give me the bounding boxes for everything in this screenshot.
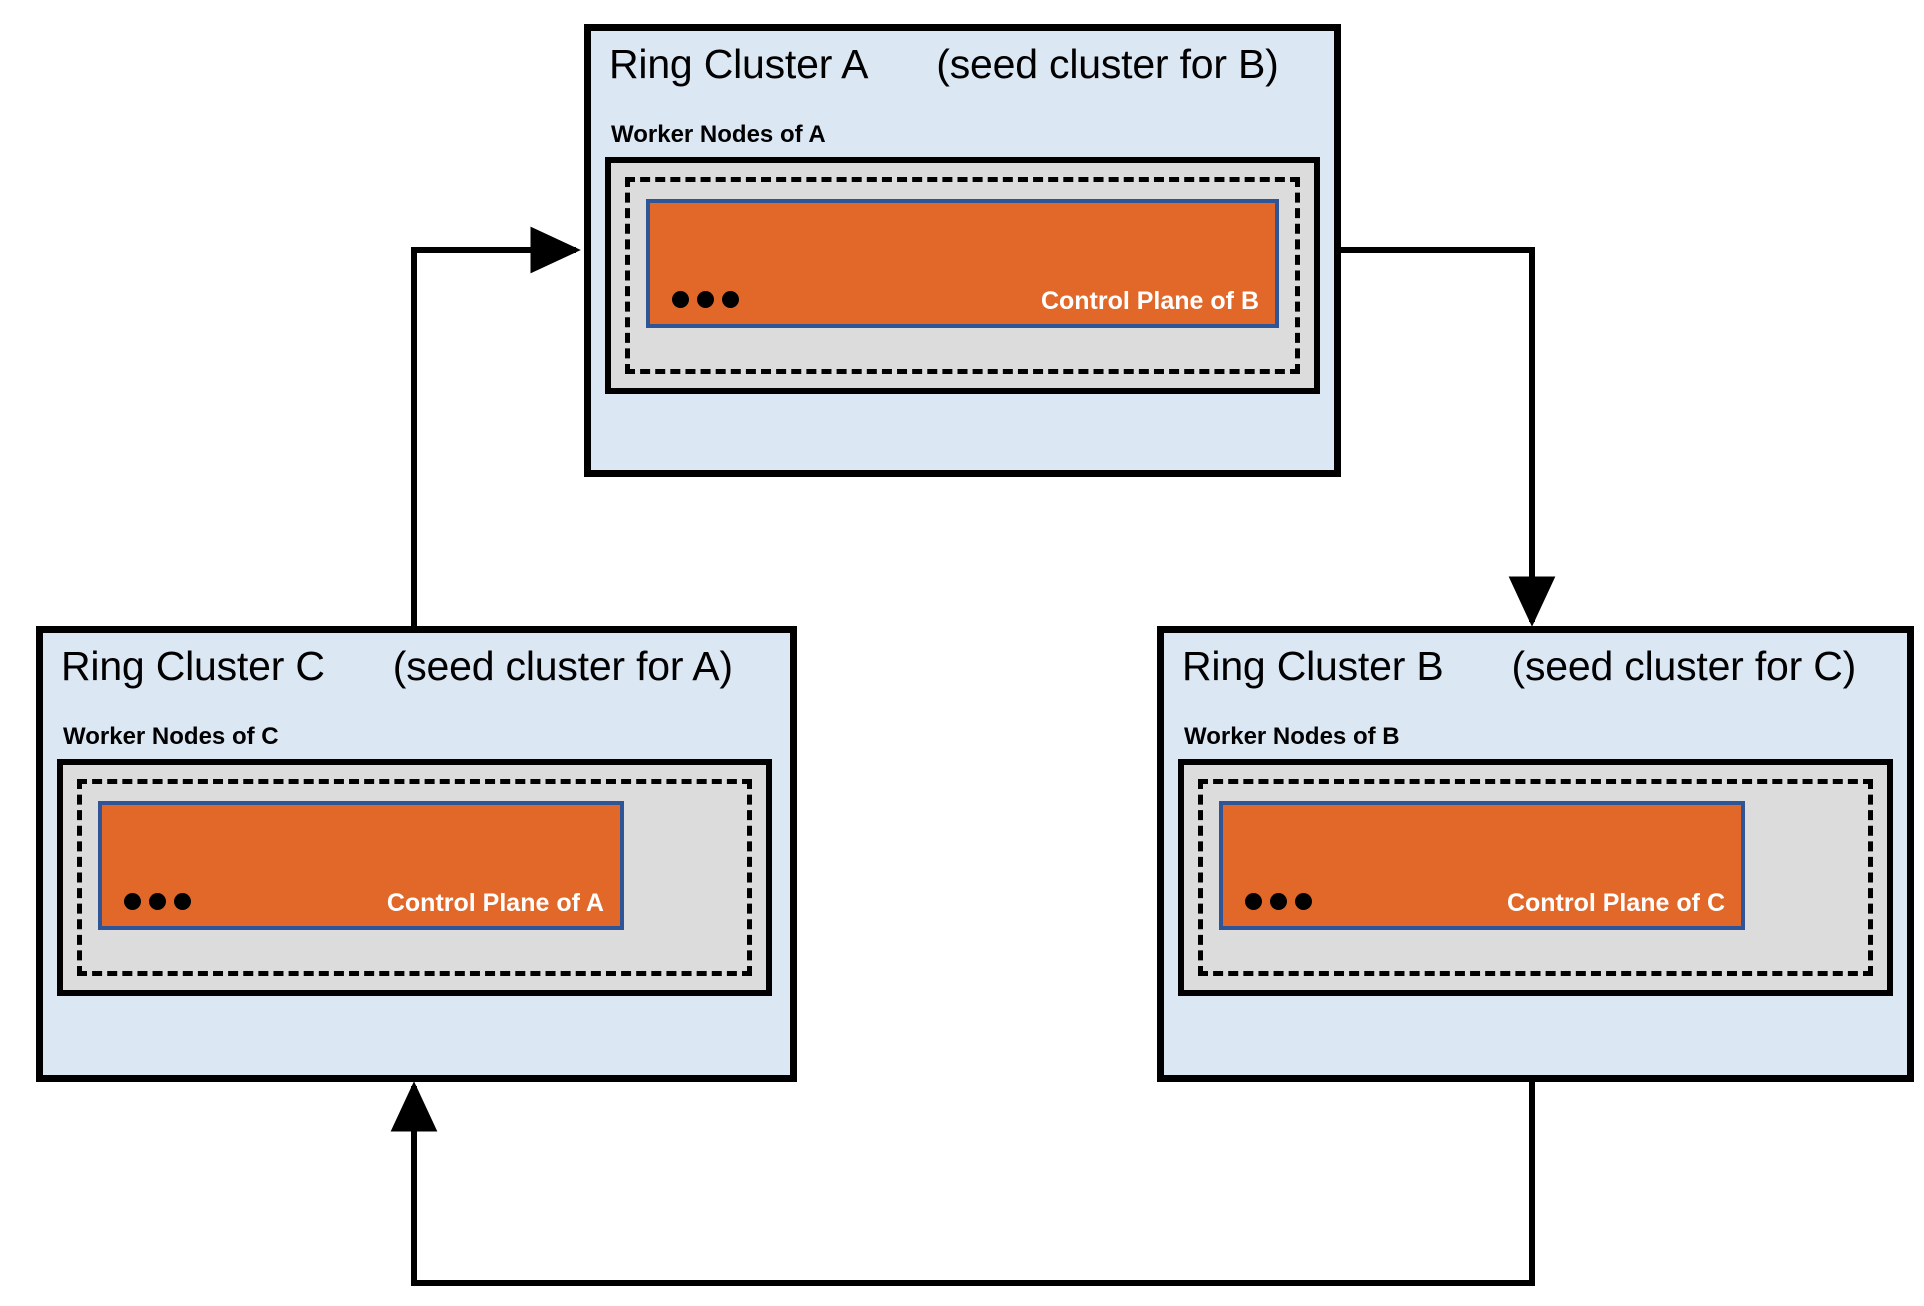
cluster-a-control-plane[interactable]: Control Plane of B (646, 199, 1279, 328)
cluster-c[interactable]: Ring Cluster C (seed cluster for A) Work… (36, 626, 797, 1082)
cluster-a[interactable]: Ring Cluster A (seed cluster for B) Work… (584, 24, 1341, 477)
cluster-a-name: Ring Cluster A (609, 41, 869, 87)
cluster-a-control-plane-label: Control Plane of B (1040, 287, 1259, 315)
cluster-b-title: Ring Cluster B (seed cluster for C) (1182, 643, 1856, 690)
cluster-a-dashed-frame (625, 177, 1300, 374)
cluster-b-control-plane-label: Control Plane of C (1506, 889, 1725, 917)
cluster-b-control-plane[interactable]: Control Plane of C (1219, 801, 1745, 930)
arrow-b-to-c (390, 1081, 1535, 1286)
cluster-c-seed-note: (seed cluster for A) (392, 643, 733, 689)
cluster-c-ellipsis-dots (124, 893, 191, 910)
cluster-c-control-plane[interactable]: Control Plane of A (98, 801, 624, 930)
arrow-a-to-b (1341, 247, 1556, 627)
cluster-b-seed-note: (seed cluster for C) (1511, 643, 1857, 689)
cluster-b-dashed-frame (1198, 779, 1873, 976)
arrow-c-to-a (411, 226, 581, 632)
cluster-c-title: Ring Cluster C (seed cluster for A) (61, 643, 733, 690)
cluster-b-worker-nodes[interactable]: Control Plane of C (1178, 759, 1893, 996)
cluster-c-worker-label: Worker Nodes of C (63, 723, 279, 750)
cluster-c-name: Ring Cluster C (61, 643, 325, 689)
cluster-b[interactable]: Ring Cluster B (seed cluster for C) Work… (1157, 626, 1914, 1082)
cluster-c-dashed-frame (77, 779, 752, 976)
cluster-c-worker-nodes[interactable]: Control Plane of A (57, 759, 772, 996)
cluster-a-ellipsis-dots (672, 291, 739, 308)
cluster-b-name: Ring Cluster B (1182, 643, 1444, 689)
cluster-a-worker-nodes[interactable]: Control Plane of B (605, 157, 1320, 394)
cluster-a-title: Ring Cluster A (seed cluster for B) (609, 41, 1279, 88)
cluster-c-control-plane-label: Control Plane of A (386, 889, 604, 917)
cluster-b-ellipsis-dots (1245, 893, 1312, 910)
cluster-b-worker-label: Worker Nodes of B (1184, 723, 1400, 750)
cluster-a-seed-note: (seed cluster for B) (936, 41, 1279, 87)
cluster-a-worker-label: Worker Nodes of A (611, 121, 826, 148)
